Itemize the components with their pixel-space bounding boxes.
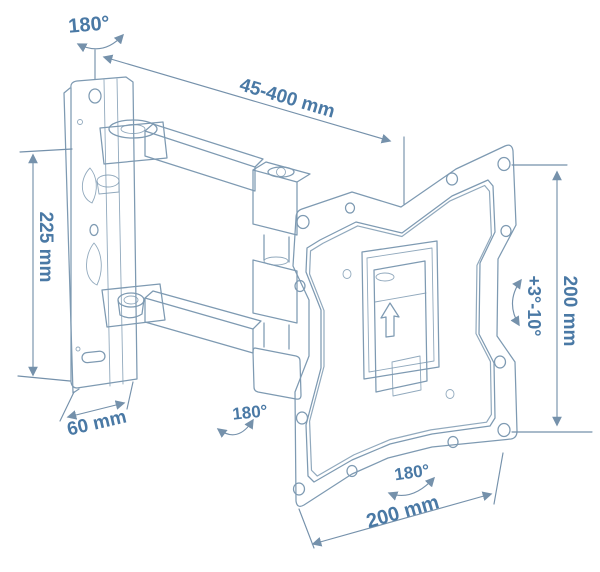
mounting-hole [295,411,309,425]
dimension-annotations [17,33,593,549]
label-wall-plate-depth: 60 mm [65,407,128,441]
mounting-hole [493,355,507,369]
dimension-wall-plate-depth [66,400,126,420]
vesa-plate-ridge [305,179,496,483]
top-hinge [96,119,168,195]
label-bottom-swivel: 180° [393,461,431,485]
mounting-hole [447,435,459,449]
label-tilt-range: +3°-10° [524,276,544,337]
wall-plate [63,76,168,394]
wall-plate-side [63,87,80,394]
vesa-plate [292,144,518,507]
dimension-plate-width [311,491,493,547]
mounting-hole [77,119,83,125]
mounting-hole [344,202,356,214]
label-top-swivel: 180° [67,12,110,38]
label-mid-swivel: 180° [231,401,268,424]
extension-line [17,375,71,382]
label-plate-height: 200 mm [559,276,580,347]
label-wall-plate-height: 225 mm [35,212,56,283]
label-extension-range: 45-400 mm [237,75,337,123]
mounting-hole [292,482,306,496]
mounting-hole [445,172,459,186]
relief-cutout [86,242,102,286]
up-arrow-icon [380,302,400,338]
extension-line [126,381,134,410]
tilt-arrow-icon [510,278,522,327]
rotation-arrow-icon [76,33,124,53]
upper-arm [144,123,264,192]
mounting-hole [346,464,358,478]
extension-line [59,391,75,422]
elbow-hinge [252,161,311,400]
hinge-pin [263,322,290,350]
extension-line [19,148,73,153]
wall-plate-face [70,76,138,389]
hinge-pin [263,234,290,263]
mounting-hole [294,279,306,293]
center-latch [361,240,440,397]
mounting-hole [497,156,511,172]
mounting-hole [89,223,99,237]
dimension-extension-range [102,54,392,144]
mounting-hole [445,389,455,399]
hex-nut [117,298,145,319]
rotation-arrow-icon [216,418,254,438]
mounting-hole [342,269,352,279]
mounting-hole [497,422,511,438]
extension-line [298,508,315,549]
mounting-hole [75,346,81,352]
mounting-hole [500,224,512,238]
mounting-hole [296,214,310,230]
mounting-hole [88,88,102,104]
bottom-hinge [101,283,166,328]
mounting-slot [81,350,106,364]
vesa-plate-outline [292,144,518,507]
relief-cutout [81,167,97,204]
label-plate-width: 200 mm [364,491,442,533]
extension-line [493,452,504,505]
